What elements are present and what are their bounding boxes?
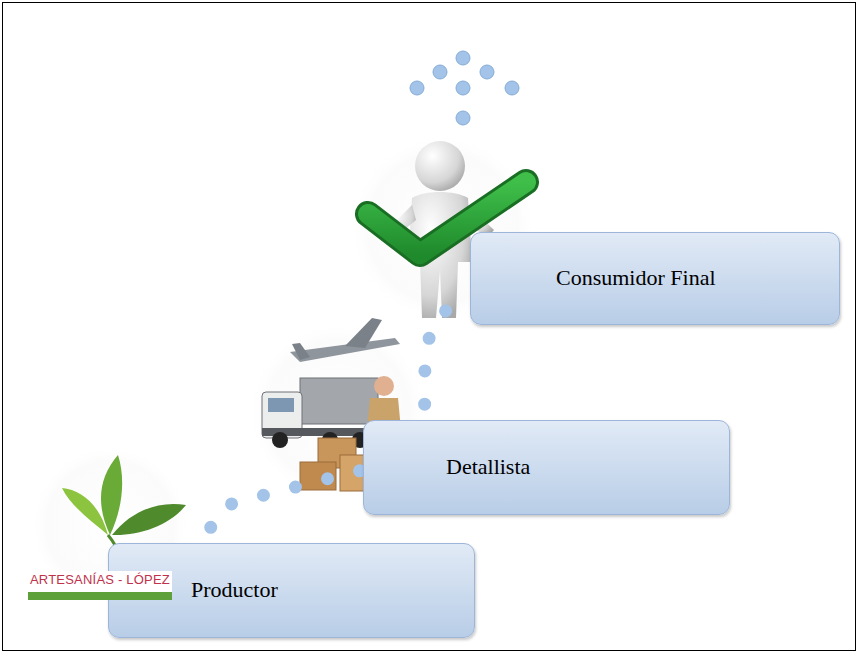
- process-box: Consumidor Final: [470, 232, 840, 325]
- dotted-connector: [208, 470, 363, 543]
- process-box: Detallista: [363, 420, 730, 515]
- box-label: Consumidor Final: [556, 265, 716, 291]
- dotted-connector: [425, 302, 470, 420]
- dot-arrow: [410, 51, 519, 125]
- box-label: Productor: [191, 577, 278, 603]
- logo-text: ARTESANÍAS - LÓPEZ: [28, 571, 172, 600]
- box-label: Detallista: [446, 454, 530, 480]
